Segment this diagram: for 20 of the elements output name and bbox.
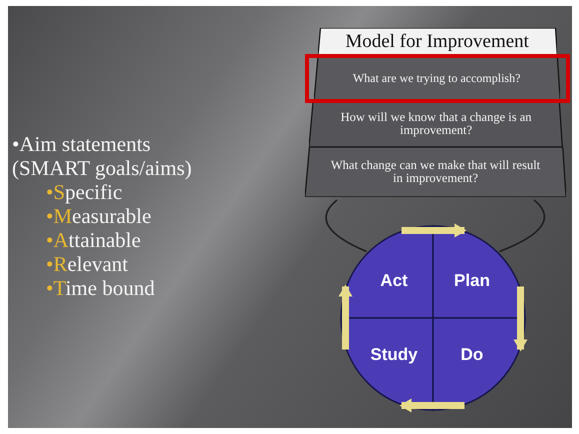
cycle-arrow <box>400 398 464 412</box>
title-band: Model for Improvement <box>318 28 557 56</box>
question-band: How will we know that a change is an improvement? <box>309 101 563 147</box>
cycle-arrow <box>514 286 528 352</box>
connector-line <box>325 199 367 252</box>
question-band: What are we trying to accomplish? <box>314 56 560 101</box>
quadrant: Plan <box>433 226 525 318</box>
quadrant: Act <box>341 226 433 318</box>
bullet-item: •Attainable <box>46 228 141 252</box>
bullet-item: •Time bound <box>46 276 155 300</box>
quadrant: Do <box>433 318 525 410</box>
bullet-item: •Aim statements (SMART goals/aims) <box>12 132 193 180</box>
bullet-item: •Relevant <box>46 252 128 276</box>
connector-line <box>499 199 546 252</box>
bullet-item: •Specific <box>46 180 122 204</box>
bullet-item: •Measurable <box>46 204 152 228</box>
quadrant: Study <box>341 318 433 410</box>
cycle-arrow <box>338 284 352 350</box>
question-band: What change can we make that will result in improvement? <box>305 147 566 197</box>
cycle-arrow <box>402 224 466 238</box>
